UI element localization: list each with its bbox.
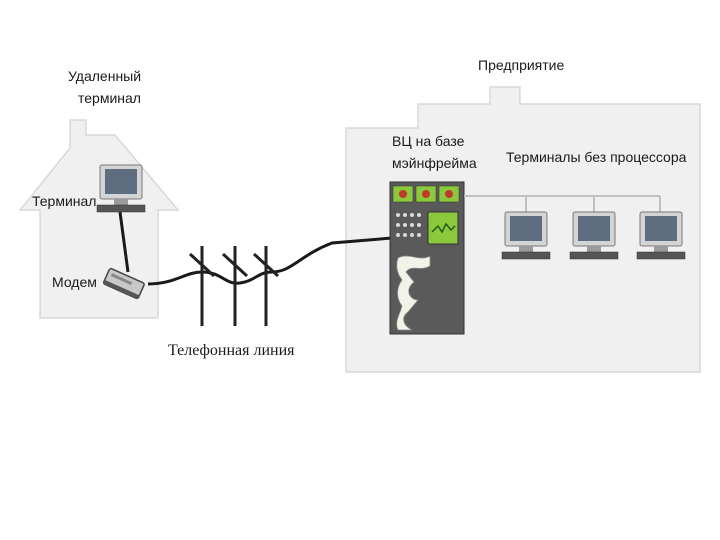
- remote-terminal-monitor-icon: [96, 164, 146, 213]
- enterprise-terminal-2-monitor-icon: [569, 211, 619, 260]
- telephone-pole-3-icon: [252, 244, 280, 328]
- enterprise-terminal-1-monitor-icon: [501, 211, 551, 260]
- modem-icon: [102, 267, 145, 300]
- enterprise-terminal-bus: [464, 195, 661, 212]
- telephone-pole-1-icon: [188, 244, 216, 328]
- terminals-no-cpu-label: Терминалы без процессора: [506, 149, 687, 165]
- house-shape: [18, 119, 180, 319]
- terminal-label: Терминал: [32, 193, 97, 209]
- modem-label: Модем: [52, 274, 97, 290]
- phone-line-label: Телефонная линия: [168, 342, 295, 359]
- mainframe-icon: [389, 181, 465, 335]
- telephone-pole-2-icon: [221, 244, 249, 328]
- phone-line-cable: [147, 236, 393, 286]
- computing-center-label-line2: мэйнфрейма: [392, 155, 477, 171]
- computing-center-label-line1: ВЦ на базе: [392, 133, 465, 149]
- enterprise-terminal-3-monitor-icon: [636, 211, 686, 260]
- remote-terminal-label-line2: терминал: [78, 90, 141, 106]
- remote-terminal-label-line1: Удаленный: [68, 68, 142, 84]
- enterprise-label: Предприятие: [478, 57, 565, 73]
